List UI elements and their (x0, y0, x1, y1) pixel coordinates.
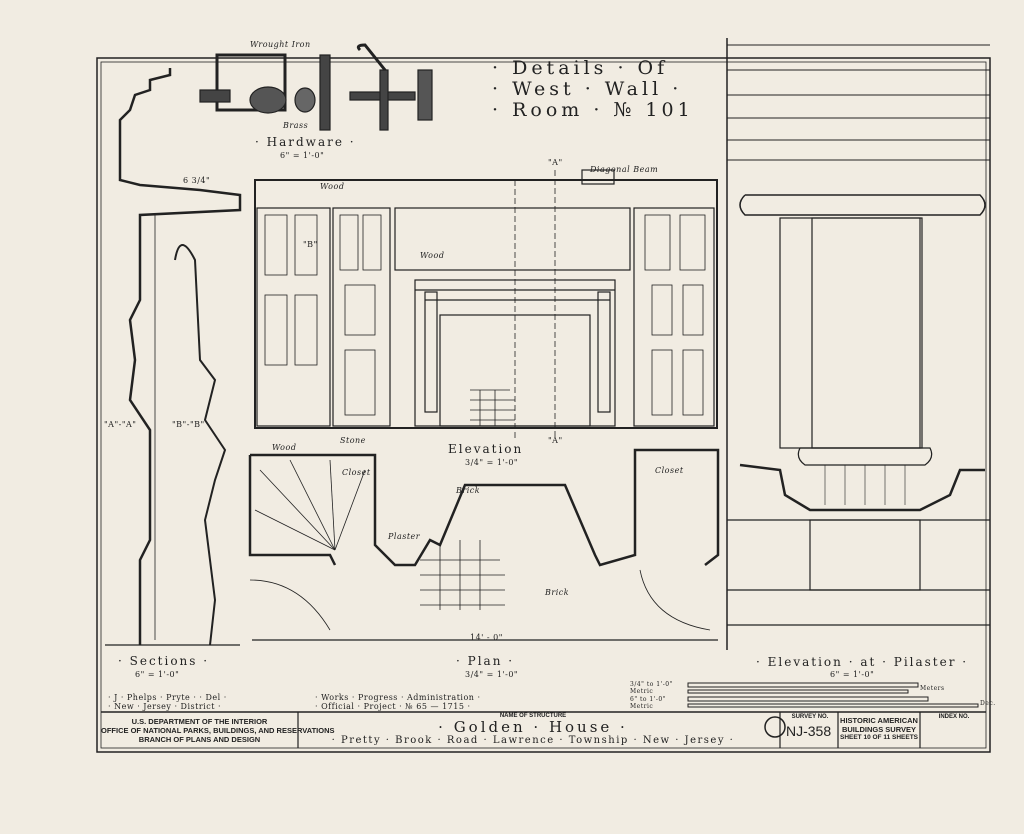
note-diagonal-beam: Diagonal Beam (590, 165, 659, 174)
structure-location: · Pretty · Brook · Road · Lawrence · Tow… (331, 735, 735, 746)
note-wood-top: Wood (320, 182, 345, 191)
dept-line-3: BRANCH OF PLANS AND DESIGN (138, 735, 261, 744)
plan-drawing (248, 448, 720, 641)
scale-meters: Meters (920, 685, 945, 692)
index-no-label: INDEX NO. (938, 714, 970, 720)
section-b-label: "B"-"B" (172, 420, 205, 429)
drawing-title: · Details · Of · West · Wall · · Room · … (492, 58, 694, 121)
section-b-profile (174, 244, 227, 646)
habs-seal (764, 716, 786, 738)
graphic-scales (687, 682, 979, 708)
survey-no-label: SURVEY NO. (791, 714, 829, 720)
hardware-drawings (199, 43, 433, 131)
plan-label: · Plan · (456, 654, 515, 668)
elevation-drawing (254, 169, 718, 440)
note-brick-floor: Brick (545, 588, 570, 597)
note-brick-hearth: Brick (456, 486, 481, 495)
title-line-2: · West · Wall · (492, 78, 683, 100)
note-brass: Brass (283, 121, 309, 130)
pilaster-scale: 6" = 1'-0" (830, 670, 875, 679)
habs-line-1: HISTORIC AMERICAN (840, 716, 918, 725)
name-of-structure-label: NAME OF STRUCTURE (499, 713, 567, 719)
hardware-label: · Hardware · (255, 135, 356, 149)
sheet-border (96, 57, 991, 753)
district: · New · Jersey · District · (108, 702, 222, 711)
elevation-scale: 3/4" = 1'-0" (465, 458, 519, 467)
hardware-scale: 6" = 1'-0" (280, 151, 325, 160)
scale-3-4: 3/4" to 1'-0" (630, 681, 673, 688)
plan-scale: 3/4" = 1'-0" (465, 670, 519, 679)
structure-name: · Golden · House · (438, 718, 628, 736)
note-plaster: Plaster (388, 532, 421, 541)
wpa-line-1: · Works · Progress · Administration · (315, 693, 481, 702)
scale-metric-2: Metric (630, 703, 654, 710)
title-line-3: · Room · № 101 (492, 99, 694, 121)
section-a-label: "A"-"A" (104, 420, 137, 429)
sections-label: · Sections · (118, 654, 210, 668)
scale-6in: 6" to 1'-0" (630, 696, 666, 703)
sheet-number: SHEET 10 OF 11 SHEETS (839, 734, 919, 741)
note-stone: Stone (340, 436, 366, 445)
section-marker-a-top: "A" (548, 158, 563, 167)
note-wrought-iron: Wrought Iron (250, 40, 311, 49)
plan-overall-dim: 14' - 0" (470, 633, 503, 642)
delineator: · J · Phelps · Pryte · · Del · (108, 693, 227, 702)
dept-line-1: U.S. DEPARTMENT OF THE INTERIOR (131, 717, 268, 726)
closet-label-left: Closet (342, 468, 371, 477)
wpa-line-2: · Official · Project · № 65 — 1715 · (315, 702, 471, 711)
scale-metric-1: Metric (630, 688, 654, 695)
note-wood-overmantel: Wood (420, 251, 445, 260)
section-dim: 6 3/4" (183, 176, 211, 185)
survey-number: NJ-358 (786, 723, 832, 739)
pilaster-label: · Elevation · at · Pilaster · (756, 655, 969, 669)
department-block: U.S. DEPARTMENT OF THE INTERIOR OFFICE O… (101, 717, 335, 744)
title-line-1: · Details · Of (492, 57, 669, 79)
section-marker-b: "B" (303, 240, 318, 249)
elevation-label: Elevation (448, 442, 524, 456)
habs-line-2: BUILDINGS SURVEY (841, 725, 917, 734)
section-marker-a-bottom: "A" (548, 436, 563, 445)
closet-label-right: Closet (655, 466, 684, 475)
scale-dec: Dec. (980, 700, 996, 707)
dept-line-2: OFFICE OF NATIONAL PARKS, BUILDINGS, AND… (101, 726, 335, 735)
section-a-profile (105, 68, 242, 646)
sections-scale: 6" = 1'-0" (135, 670, 180, 679)
note-plan-wood: Wood (272, 443, 297, 452)
pilaster-drawing (726, 38, 990, 650)
